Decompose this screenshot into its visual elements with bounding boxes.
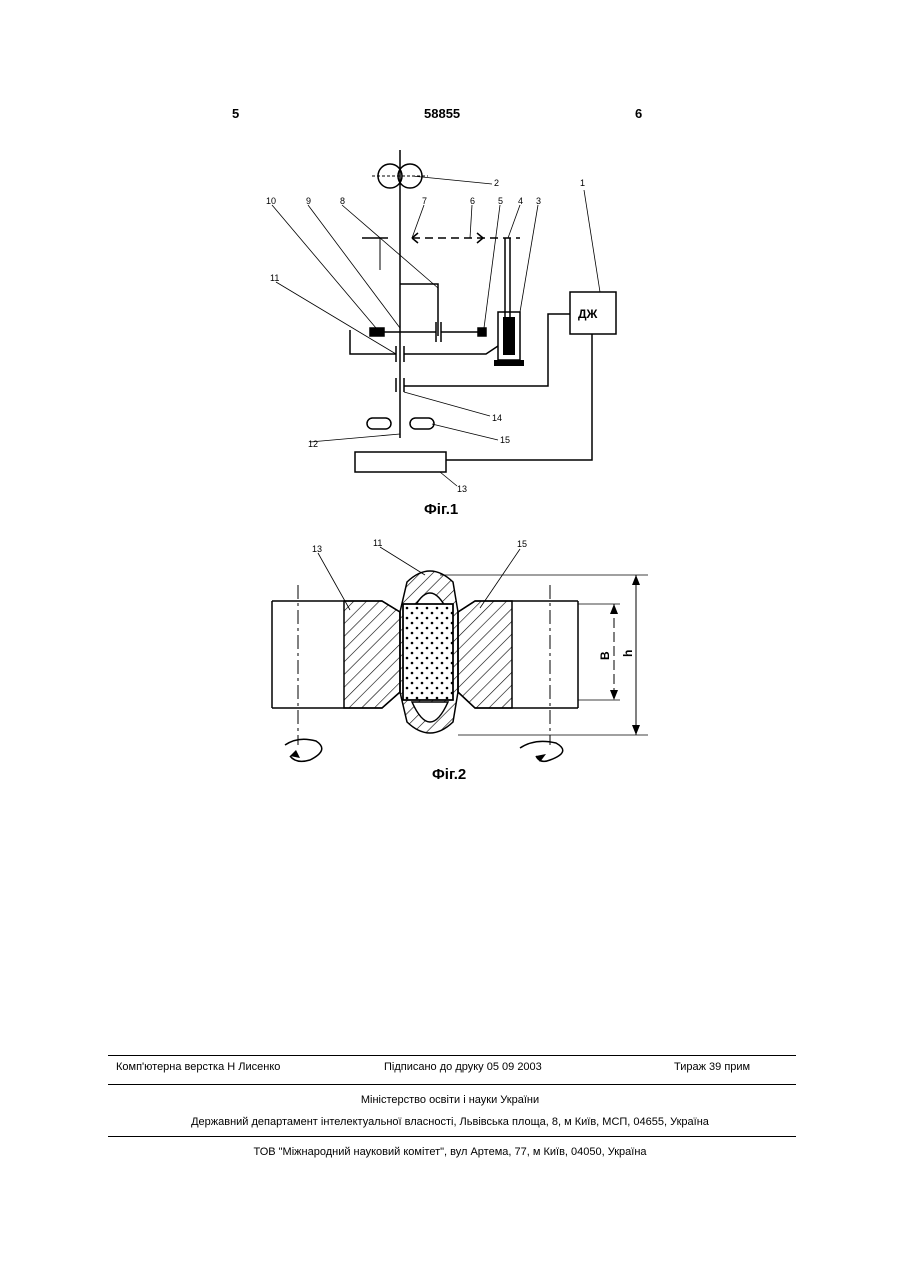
callout-fig2-11: 11 (373, 538, 382, 548)
callout-14: 14 (492, 413, 502, 423)
callout-1: 1 (580, 178, 585, 188)
callout-fig2-13: 13 (312, 544, 322, 554)
footer-department: Державний департамент інтелектуальної вл… (0, 1116, 900, 1128)
figure1-caption: Фіг.1 (424, 501, 458, 518)
footer-rule-top (108, 1055, 796, 1056)
figures-drawing: ДЖ 1 2 3 4 5 6 7 8 9 10 11 12 13 14 15 (0, 0, 900, 800)
dimension-label-h: h (621, 650, 635, 657)
figure1-callouts: 1 2 3 4 5 6 7 8 9 10 11 12 13 14 15 (266, 178, 585, 494)
footer-publisher: ТОВ "Міжнародний науковий комітет", вул … (0, 1146, 900, 1158)
callout-fig2-15: 15 (517, 539, 527, 549)
footer-layout-credit: Комп'ютерна верстка Н Лисенко (116, 1061, 280, 1073)
callout-2: 2 (494, 178, 499, 188)
callout-8: 8 (340, 196, 345, 206)
figure2-section (272, 547, 648, 762)
figure2-caption: Фіг.2 (432, 766, 466, 783)
dimension-label-B: B (598, 651, 612, 660)
figure2-callouts: 13 11 15 (312, 538, 527, 554)
callout-11: 11 (270, 273, 279, 283)
callout-3: 3 (536, 196, 541, 206)
callout-5: 5 (498, 196, 503, 206)
callout-13: 13 (457, 484, 467, 494)
footer-ministry: Міністерство освіти і науки України (0, 1094, 900, 1106)
footer-signed-date: Підписано до друку 05 09 2003 (384, 1061, 542, 1073)
callout-4: 4 (518, 196, 523, 206)
power-supply-label: ДЖ (578, 307, 598, 321)
callout-15: 15 (500, 435, 510, 445)
figure1-schematic (350, 150, 616, 472)
callout-6: 6 (470, 196, 475, 206)
callout-7: 7 (422, 196, 427, 206)
footer-circulation: Тираж 39 прим (674, 1061, 750, 1073)
callout-9: 9 (306, 196, 311, 206)
callout-12: 12 (308, 439, 318, 449)
callout-10: 10 (266, 196, 276, 206)
footer-rule-middle (108, 1084, 796, 1085)
footer-rule-bottom (108, 1136, 796, 1137)
